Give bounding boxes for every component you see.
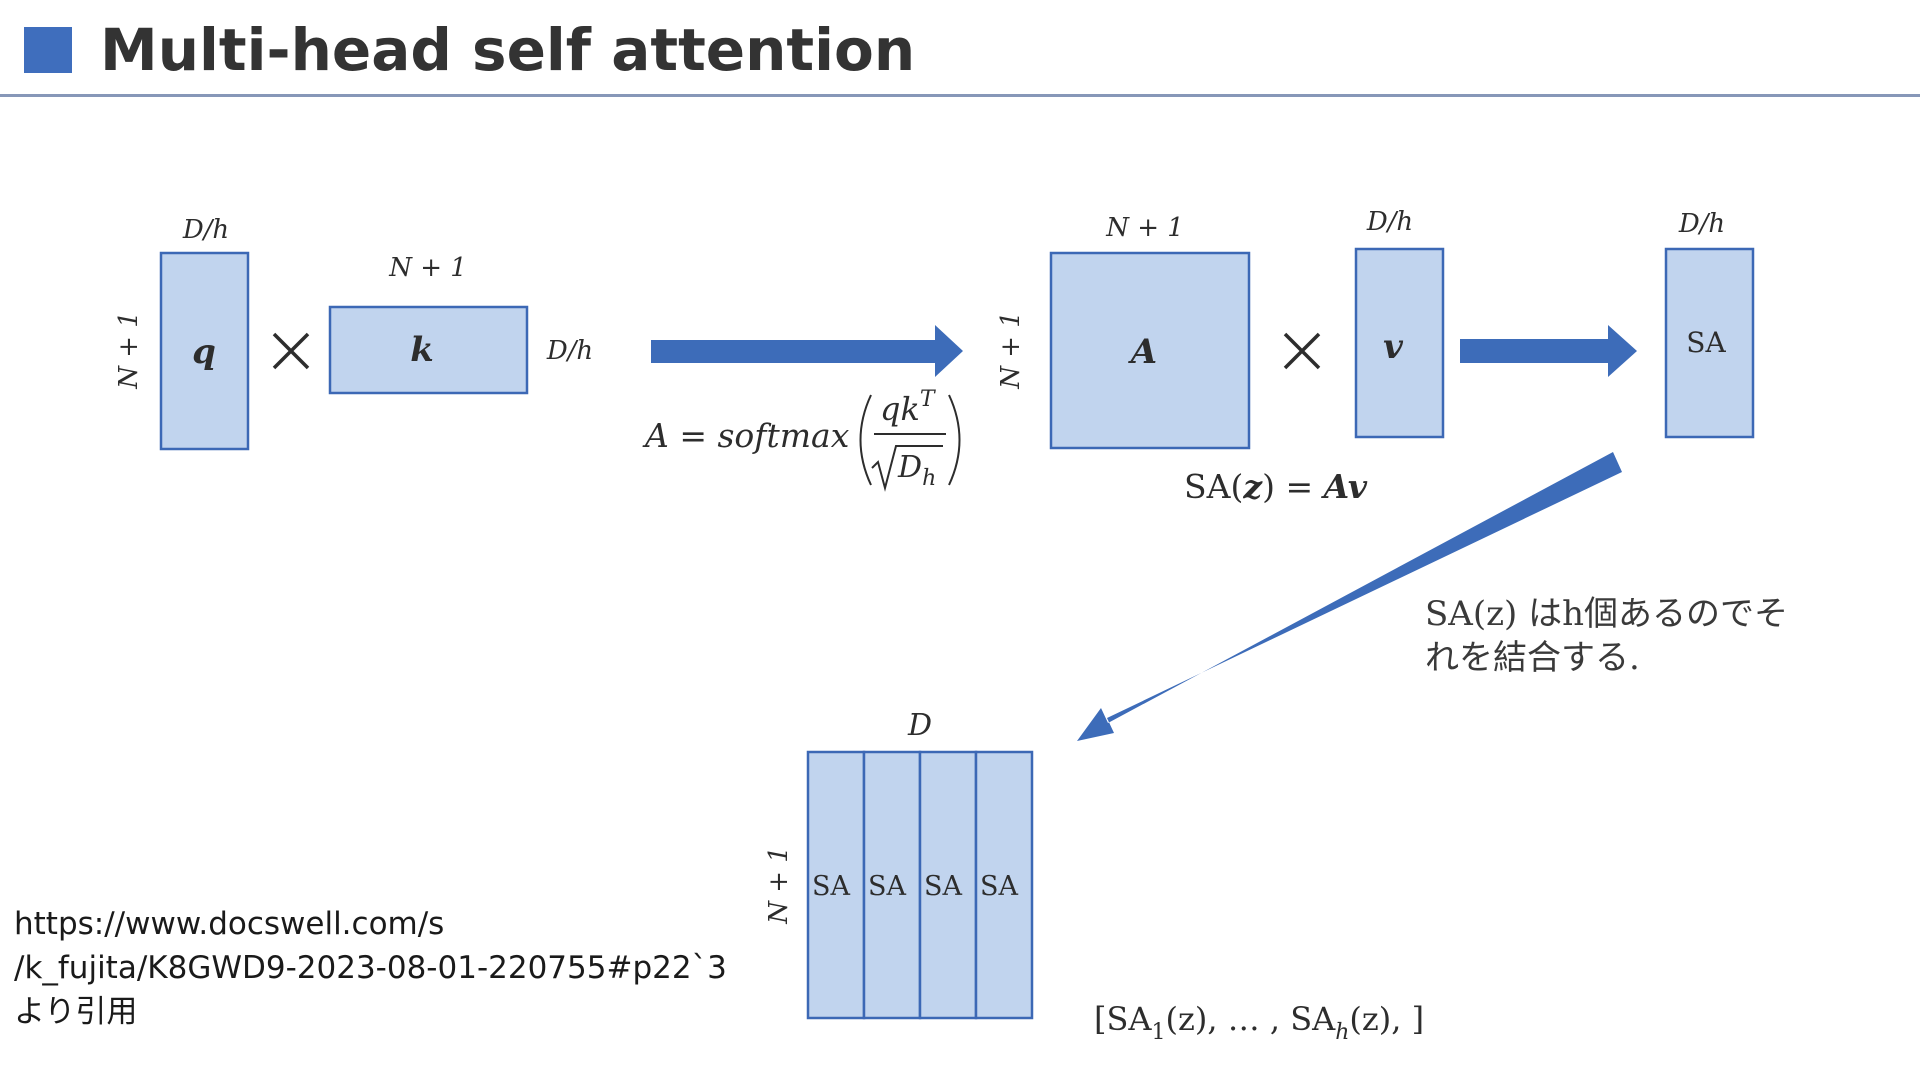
k-top-dim: N + 1 xyxy=(388,253,467,283)
concat-cell xyxy=(974,750,1034,1020)
sa-matrix xyxy=(1664,247,1755,439)
k-side-dim: D/h xyxy=(546,336,593,366)
a-label: A xyxy=(1128,332,1157,372)
q-side-dim: N + 1 xyxy=(114,311,144,390)
page-title: Multi-head self attention xyxy=(100,16,916,84)
sa-label: SA xyxy=(1686,326,1726,359)
concat-cell-label: SA xyxy=(980,871,1018,902)
title-marker xyxy=(24,27,72,73)
multiply-icon xyxy=(1283,332,1321,370)
k-block: k N + 1 D/h xyxy=(328,253,593,395)
softmax-denominator: Dh xyxy=(897,450,936,491)
sa-equation: SA(z) = Av xyxy=(1184,467,1368,506)
concat-top-dim: D xyxy=(907,708,932,743)
right-arrow-icon xyxy=(651,325,963,377)
concat-cell-label: SA xyxy=(812,871,850,902)
diagonal-arrow-icon xyxy=(1077,452,1622,741)
a-matrix xyxy=(1049,251,1251,450)
concat-cell-label: SA xyxy=(868,871,906,902)
title-bar: Multi-head self attention xyxy=(0,0,1920,98)
concat-note: SA(z) はh個あるのでそ れを結合する. xyxy=(1425,592,1845,680)
a-top-dim: N + 1 xyxy=(1105,213,1184,243)
source-url-line: /k_fujita/K8GWD9-2023-08-01-220755#p22`3 xyxy=(14,950,727,986)
v-top-dim: D/h xyxy=(1366,207,1413,237)
q-matrix xyxy=(159,251,250,451)
q-block: q D/h N + 1 xyxy=(114,215,250,451)
concat-cell-label: SA xyxy=(924,871,962,902)
softmax-numerator: qkT xyxy=(880,387,937,428)
source-url-line: https://www.docswell.com/s xyxy=(14,906,445,942)
q-top-dim: D/h xyxy=(182,215,229,245)
v-block: v D/h xyxy=(1354,207,1445,439)
right-arrow-icon xyxy=(1460,325,1637,377)
k-label: k xyxy=(410,330,434,370)
sa-top-dim: D/h xyxy=(1678,209,1725,239)
v-label: v xyxy=(1383,327,1404,367)
a-side-dim: N + 1 xyxy=(996,311,1026,390)
svg-text:A = softmax: A = softmax xyxy=(642,416,850,455)
softmax-formula: A = softmax qkT Dh xyxy=(642,387,961,492)
a-block: A N + 1 N + 1 xyxy=(996,213,1251,450)
concat-side-dim: N + 1 xyxy=(764,846,794,925)
k-matrix xyxy=(328,305,529,395)
source-attribution: より引用 xyxy=(14,994,138,1030)
multiply-icon xyxy=(272,332,310,370)
concat-formula: [SA1(z), … , SAh(z), ] xyxy=(1094,1000,1424,1045)
v-matrix xyxy=(1354,247,1445,439)
source-citation: https://www.docswell.com/s /k_fujita/K8G… xyxy=(14,902,814,1034)
concat-block: SA SA SA SA D N + 1 xyxy=(764,708,1034,1020)
sa-block: SA D/h xyxy=(1664,209,1755,439)
title-divider xyxy=(0,94,1920,97)
concat-note-line: れを結合する. xyxy=(1425,638,1640,678)
concat-cell xyxy=(806,750,866,1020)
concat-note-line: SA(z) はh個あるのでそ xyxy=(1425,594,1788,634)
concat-cell xyxy=(918,750,978,1020)
q-label: q xyxy=(192,332,216,372)
softmax-lhs: A = softmax xyxy=(642,416,850,455)
